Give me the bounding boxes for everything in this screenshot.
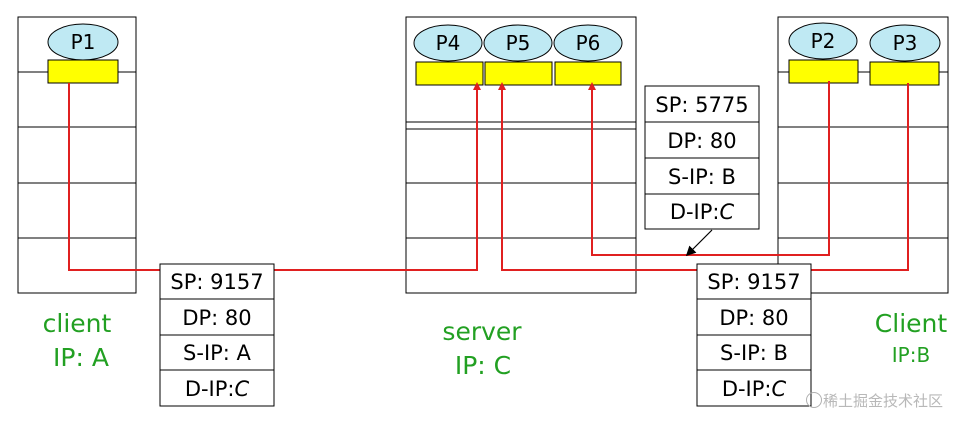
packet-dest-ip: D-IP:C — [722, 377, 787, 401]
packet-source-port: SP: 9157 — [170, 270, 263, 294]
socket-p6 — [554, 61, 622, 86]
svg-text:P5: P5 — [506, 31, 531, 55]
host-b-label: Client — [875, 309, 948, 338]
packet-dest-port: DP: 80 — [667, 129, 736, 153]
packet-dest-port: DP: 80 — [719, 306, 788, 330]
host-a-ip: IP: A — [53, 343, 109, 372]
socket-p5 — [484, 61, 553, 86]
svg-text:P1: P1 — [71, 30, 96, 54]
packet-b-to-c-5775: SP: 5775 DP: 80 S-IP: B D-IP:C — [644, 85, 760, 230]
server-label: server — [442, 317, 522, 346]
process-p1: P1 — [47, 23, 119, 61]
host-b-ip: IP:B — [892, 343, 930, 367]
packet-source-ip: S-IP: A — [183, 341, 252, 365]
packet-a-to-c: SP: 9157 DP: 80 S-IP: A D-IP:C — [159, 263, 275, 407]
svg-text:P4: P4 — [436, 31, 461, 55]
packet-pointer-arrow — [685, 229, 713, 257]
server-ip: IP: C — [455, 351, 511, 380]
packet-source-port: SP: 5775 — [655, 93, 748, 117]
connection-p2-to-p6 — [588, 81, 830, 256]
packet-dest-port: DP: 80 — [182, 306, 251, 330]
packet-source-ip: S-IP: B — [720, 341, 788, 365]
process-p3: P3 — [869, 24, 941, 62]
svg-text:P6: P6 — [576, 31, 601, 55]
process-p2: P2 — [788, 22, 858, 60]
svg-text:P2: P2 — [811, 29, 836, 53]
socket-p3 — [869, 61, 940, 86]
packet-source-port: SP: 9157 — [707, 270, 800, 294]
svg-text:P3: P3 — [893, 31, 918, 55]
watermark-logo-icon — [806, 392, 822, 408]
watermark-text: 稀土掘金技术社区 — [823, 392, 944, 410]
packet-dest-ip: D-IP:C — [670, 200, 735, 224]
process-p6: P6 — [553, 24, 623, 62]
process-p4: P4 — [413, 24, 483, 62]
socket-p2 — [788, 59, 859, 84]
packet-dest-ip: D-IP:C — [185, 377, 250, 401]
socket-p4 — [415, 61, 484, 86]
packet-source-ip: S-IP: B — [668, 165, 736, 189]
packet-b-to-c-9157: SP: 9157 DP: 80 S-IP: B D-IP:C — [696, 263, 812, 407]
socket-p1 — [47, 59, 119, 84]
host-a-label: client — [43, 309, 112, 338]
process-p5: P5 — [483, 24, 553, 62]
